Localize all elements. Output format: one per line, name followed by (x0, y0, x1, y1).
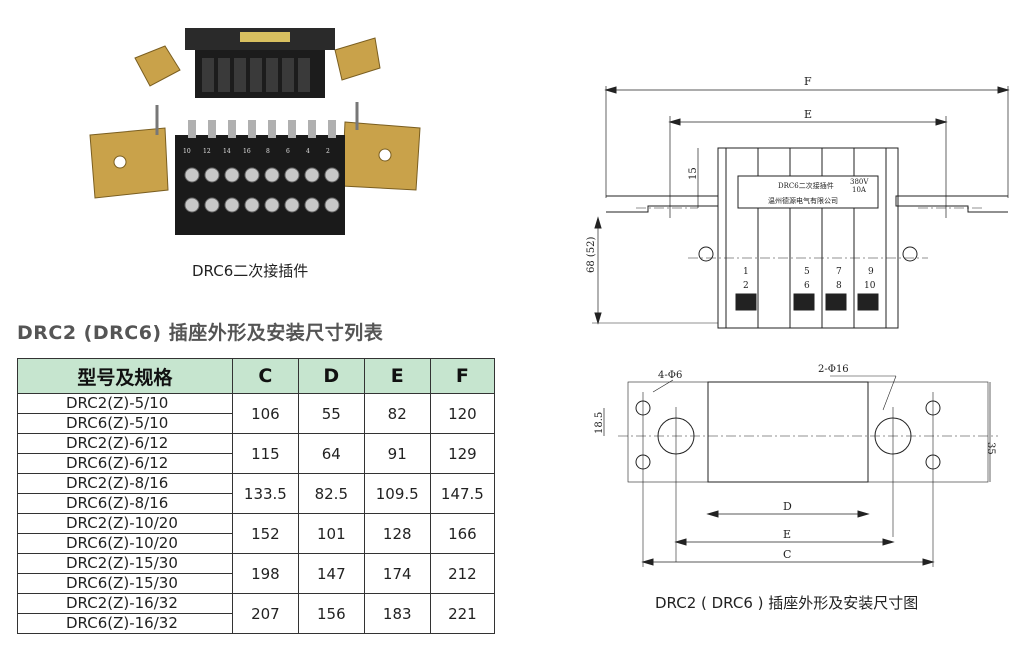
dim-e-label: E (783, 528, 791, 541)
dim-d-label: D (783, 500, 792, 513)
dim-15-label: 15 (688, 167, 699, 180)
table-row: DRC2(Z)-10/20 152 101 128 166 (17, 513, 496, 554)
spec-table: 型号及规格 C D E F DRC2(Z)-5/10 106 55 82 120… (17, 358, 496, 634)
terminal-number: 5 (804, 267, 810, 277)
value-f: 147.5 (429, 473, 496, 514)
value-d: 82.5 (297, 473, 365, 514)
value-f: 221 (429, 593, 496, 634)
table-row: DRC2(Z)-16/32 207 156 183 221 (17, 593, 496, 634)
model-cell: DRC2(Z)-10/20 (17, 513, 233, 534)
photo-terminal-number: 16 (243, 148, 251, 155)
table-row: DRC2(Z)-5/10 106 55 82 120 (17, 393, 496, 434)
photo-terminal-number: 4 (306, 148, 310, 155)
model-cell: DRC6(Z)-5/10 (17, 413, 233, 434)
value-e: 128 (363, 513, 431, 554)
photo-terminal-number: 6 (286, 148, 290, 155)
value-e: 109.5 (363, 473, 431, 514)
value-e: 174 (363, 553, 431, 594)
terminal-number: 10 (864, 281, 876, 291)
value-d: 156 (297, 593, 365, 634)
value-c: 152 (231, 513, 299, 554)
table-title: DRC2 (DRC6) 插座外形及安装尺寸列表 (17, 322, 384, 344)
model-cell: DRC6(Z)-16/32 (17, 613, 233, 634)
dim-35-label: 35 (985, 442, 996, 455)
header-e: E (363, 358, 431, 394)
terminal-number: 9 (868, 267, 874, 277)
model-cell: DRC6(Z)-10/20 (17, 533, 233, 554)
value-c: 198 (231, 553, 299, 594)
label-rating2: 10A (852, 186, 867, 194)
hole-small-label: 4-Φ6 (658, 370, 682, 381)
mounting-drawing: 4-Φ6 2-Φ16 18.5 35 D E C (594, 364, 998, 567)
model-cell: DRC2(Z)-8/16 (17, 473, 233, 494)
header-f: F (429, 358, 496, 394)
value-d: 101 (297, 513, 365, 554)
value-e: 91 (363, 433, 431, 474)
model-cell: DRC6(Z)-6/12 (17, 453, 233, 474)
photo-terminal-number: 8 (266, 148, 270, 155)
photo-terminal-number: 2 (326, 148, 330, 155)
value-f: 129 (429, 433, 496, 474)
table-row: DRC2(Z)-6/12 115 64 91 129 (17, 433, 496, 474)
photo-terminal-number: 14 (223, 148, 231, 155)
terminal-number: 8 (836, 281, 842, 291)
terminal-number: 6 (804, 281, 810, 291)
photo-caption: DRC6二次接插件 (192, 262, 309, 280)
model-cell: DRC2(Z)-16/32 (17, 593, 233, 614)
table-row: DRC6(Z)-8/16 (17, 493, 495, 514)
photo-terminal-number: 12 (203, 148, 211, 155)
dim-18-5-label: 18.5 (594, 412, 605, 434)
side-view-drawing: F E 15 68 (52) DRC6二次接插件 380V 10A 温州德源电气… (586, 75, 1010, 329)
value-f: 212 (429, 553, 496, 594)
table-row: DRC6(Z)-16/32 (17, 613, 495, 634)
label-rating1: 380V (850, 178, 869, 186)
dim-c-label: C (783, 548, 791, 561)
model-cell: DRC6(Z)-8/16 (17, 493, 233, 514)
dim-f-label: F (804, 75, 812, 88)
dim-e-label: E (804, 108, 812, 121)
terminal-number: 2 (743, 281, 749, 291)
table-row: DRC2(Z)-8/16 133.5 82.5 109.5 147.5 (17, 473, 496, 514)
value-f: 120 (429, 393, 496, 434)
table-row: DRC2(Z)-15/30 198 147 174 212 (17, 553, 496, 594)
value-f: 166 (429, 513, 496, 554)
product-photo: 10 12 14 16 8 6 4 2 (89, 28, 421, 235)
value-e: 82 (363, 393, 431, 434)
value-d: 64 (297, 433, 365, 474)
value-e: 183 (363, 593, 431, 634)
terminal-number: 7 (836, 267, 842, 277)
value-c: 207 (231, 593, 299, 634)
value-c: 106 (231, 393, 299, 434)
label-line1: DRC6二次接插件 (778, 181, 834, 190)
hole-large-label: 2-Φ16 (818, 364, 849, 375)
model-cell: DRC6(Z)-15/30 (17, 573, 233, 594)
value-d: 147 (297, 553, 365, 594)
model-cell: DRC2(Z)-6/12 (17, 433, 233, 454)
label-line2: 温州德源电气有限公司 (768, 196, 838, 205)
table-header-row: 型号及规格 C D E F (17, 358, 496, 394)
terminal-number: 1 (743, 267, 749, 277)
value-c: 133.5 (231, 473, 299, 514)
model-cell: DRC2(Z)-15/30 (17, 553, 233, 574)
header-d: D (297, 358, 365, 394)
header-model: 型号及规格 (17, 358, 233, 394)
table-row: DRC6(Z)-5/10 (17, 413, 495, 434)
model-cell: DRC2(Z)-5/10 (17, 393, 233, 414)
back-connector (134, 28, 381, 98)
header-c: C (231, 358, 299, 394)
table-row: DRC6(Z)-6/12 (17, 453, 495, 474)
drawing-caption: DRC2 ( DRC6 ) 插座外形及安装尺寸图 (655, 594, 919, 612)
value-d: 55 (297, 393, 365, 434)
dim-68-label: 68 (52) (586, 236, 597, 273)
value-c: 115 (231, 433, 299, 474)
photo-terminal-number: 10 (183, 148, 191, 155)
front-connector: 10 12 14 16 8 6 4 2 (89, 102, 421, 235)
